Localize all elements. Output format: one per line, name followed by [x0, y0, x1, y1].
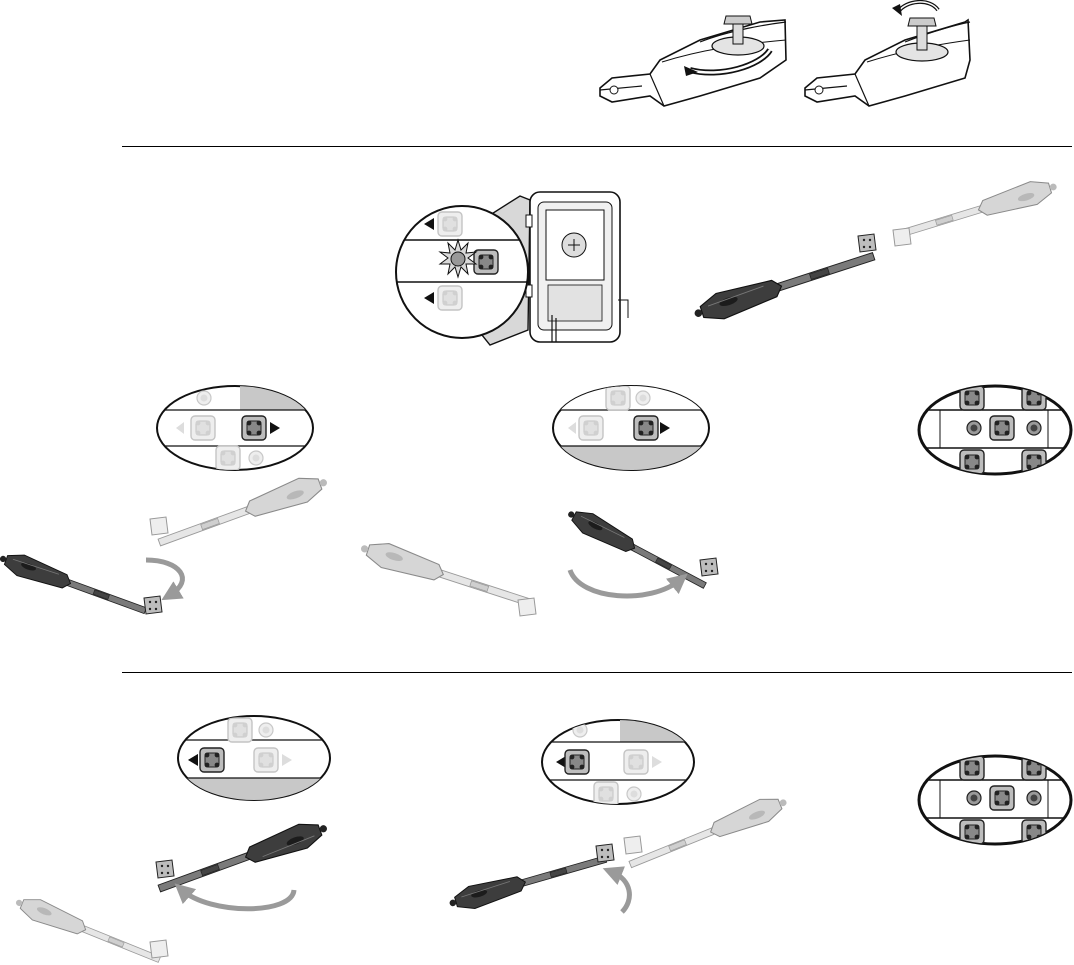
selector-button-panel: [542, 720, 694, 806]
selector-button-panel: [157, 386, 320, 470]
selector-button-panel: [919, 756, 1071, 844]
selector-button-panel: [919, 386, 1071, 474]
gate-motor-actuator: [447, 790, 791, 914]
key-release-illustration: [600, 2, 970, 106]
curved-direction-arrow-icon: [612, 872, 629, 912]
gate-motor-actuator: [357, 503, 718, 616]
curved-direction-arrow-icon: [570, 570, 680, 596]
selector-button-panel: [553, 386, 710, 476]
gate-motor-actuator: [691, 175, 1060, 327]
curved-direction-arrow-icon: [146, 560, 182, 595]
selector-button-panel: [178, 716, 330, 802]
curved-direction-arrow-icon: [182, 890, 294, 909]
gate-motor-actuator: [0, 470, 331, 621]
gate-motor-actuator: [12, 816, 331, 965]
magnifier-button-panel: [396, 206, 528, 338]
